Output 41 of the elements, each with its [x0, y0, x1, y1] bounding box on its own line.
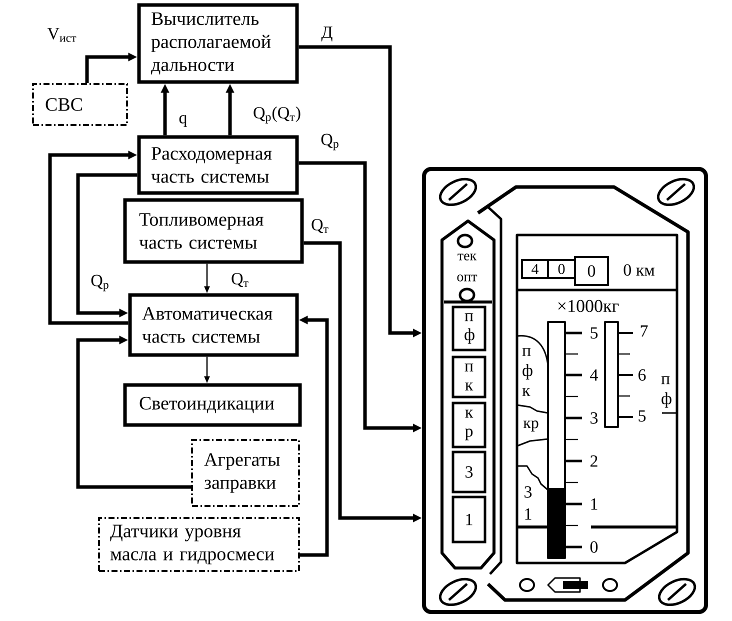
- indicator-cell: п ф: [452, 306, 486, 352]
- edge-label: Q$_{р}$: [91, 274, 108, 292]
- scale-number: 4: [590, 369, 598, 381]
- indicator-cell: 3: [452, 450, 486, 494]
- process-box: Вычислитель располагаемой дальности: [137, 3, 299, 84]
- indicator-cell: п к: [452, 356, 486, 398]
- scale-number: 0: [590, 541, 598, 553]
- process-box: Автоматическая часть системы: [128, 293, 299, 357]
- indicator-cell: 1: [452, 496, 486, 544]
- edge-label: Q$_{р}$: [321, 134, 338, 150]
- scale-number: 3: [590, 412, 598, 424]
- edge-label: Д: [321, 26, 332, 42]
- process-box: Расходомерная часть системы: [137, 135, 299, 195]
- process-box: Светоиндикации: [123, 383, 302, 427]
- edge-label: q: [179, 115, 187, 127]
- zone-label: п ф к: [522, 348, 532, 396]
- scale-number: 2: [590, 455, 598, 467]
- zone-label: 3: [524, 486, 532, 498]
- edge-label: V$_{ист}$: [47, 28, 76, 42]
- zone-label: кр: [523, 420, 538, 432]
- unit-label: 0 км: [624, 264, 654, 276]
- edge-label: Q$_{т}$: [312, 218, 328, 233]
- unit-label: ×1000кг: [558, 300, 619, 312]
- scale-number: 7: [640, 325, 648, 337]
- lamp-label: тек: [458, 254, 477, 260]
- fuel-indicator: [422, 167, 708, 614]
- edge-label: Q$_{т}$: [232, 272, 248, 287]
- scale-number: 5: [590, 327, 598, 339]
- process-box: Топливомерная часть системы: [123, 198, 304, 264]
- zone-label: п ф: [661, 376, 672, 408]
- indicator-cell: к р: [452, 402, 486, 448]
- counter-digit: 4: [521, 259, 549, 279]
- counter-digit: 0: [574, 256, 609, 286]
- arrow: [76, 336, 191, 489]
- edge-label: Q$_{р}$(Q$_{т}$): [254, 106, 300, 124]
- scale-number: 5: [638, 410, 646, 422]
- zone-label: 1: [525, 508, 532, 520]
- scale-number: 1: [591, 498, 598, 510]
- lamp-label: опт: [457, 274, 478, 282]
- counter-digit: 0: [547, 259, 576, 279]
- scale-number: 6: [638, 369, 646, 381]
